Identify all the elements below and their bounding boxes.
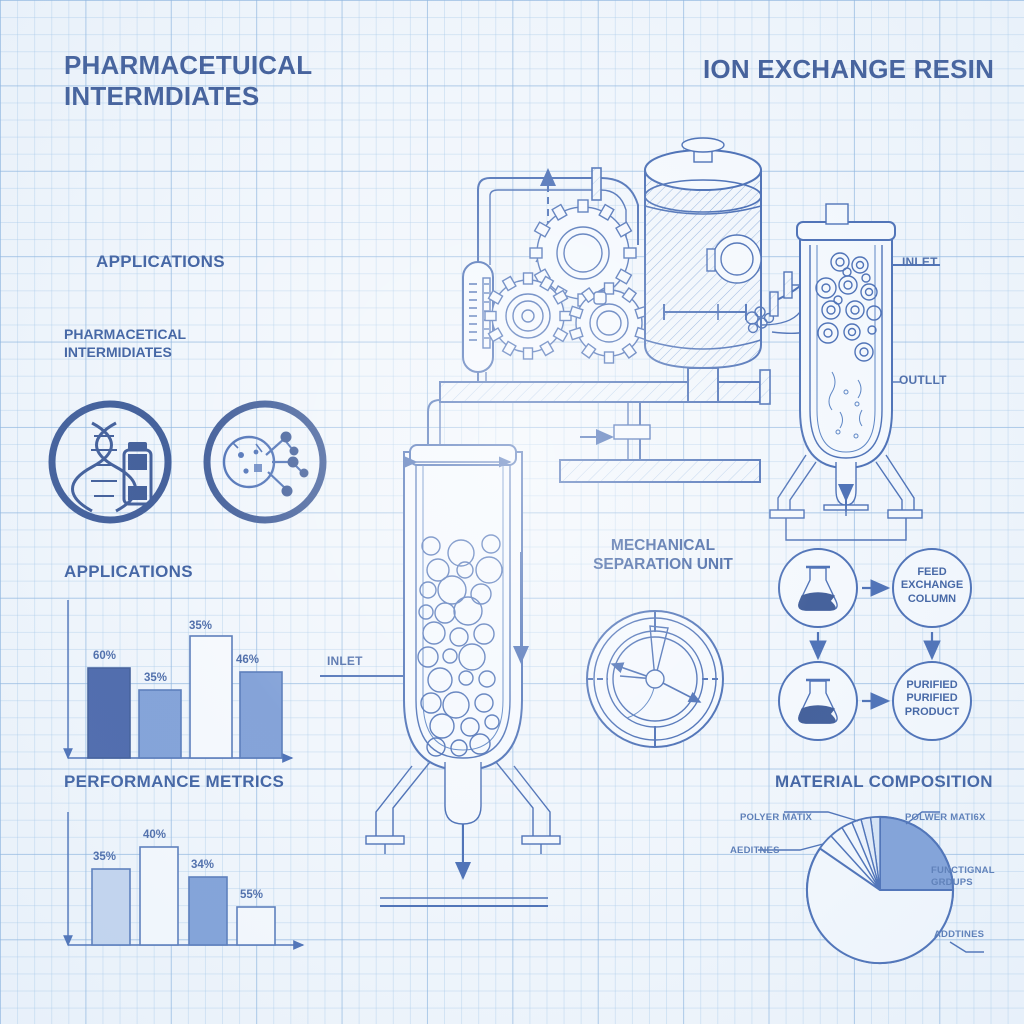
perf-value-4: 55%	[240, 889, 264, 901]
pie-label-functional-groups: FUNCTIGNAL GRDUPS	[931, 865, 1011, 889]
bar-value-4: 46%	[236, 654, 260, 666]
bar-2	[139, 846, 179, 946]
dna-vial-icon	[48, 400, 172, 524]
page-title-right: ION EXCHANGE RESIN	[703, 54, 995, 84]
molecule-cell-icon	[203, 400, 327, 524]
pie-label-polymer-matrix-left: POLYER MATIX	[740, 812, 813, 823]
perf-value-2: 40%	[143, 829, 167, 841]
purified-line1: PURIFIED	[906, 679, 958, 691]
subtitle-pharmaceutical-intermediates: PHARMACETICAL INTERMIDIATES	[64, 326, 186, 362]
mechanical-separation-unit-label: MECHANICAL SEPARATION UNIT	[578, 536, 748, 575]
bar-1	[91, 868, 131, 946]
pie-label-additives-right: ADDTINES	[934, 929, 985, 940]
perf-value-1: 35%	[93, 851, 117, 863]
bar-value-1: 60%	[93, 650, 117, 662]
chart-title-applications: APPLICATIONS	[64, 562, 193, 581]
bar-value-2: 35%	[144, 672, 168, 684]
bar-1	[87, 667, 131, 759]
bar-4	[239, 671, 283, 759]
purified-line3: PRODUCT	[904, 705, 960, 718]
pie-label-polymer-matrix-right: POLWER MATI6X	[905, 812, 986, 823]
bar-2	[138, 689, 182, 759]
section-applications-top: APPLICATIONS	[96, 252, 225, 271]
chart-title-performance-metrics: PERFORMANCE METRICS	[64, 772, 285, 791]
outlet-label-right: OUTLLT	[899, 373, 947, 387]
pie-label-additives-left: AEDITNES	[730, 845, 780, 856]
page-title-left-line1: PHARMACETUICAL	[64, 50, 313, 80]
subtitle-line2: INTERMIDIATES	[64, 343, 172, 360]
mechanical-unit-line2: SEPARATION UNIT	[593, 556, 733, 574]
functional-groups-line1: FUNCTIGNAL GRDUPS	[931, 865, 995, 888]
feed-line2: EXCHANGE	[900, 579, 964, 592]
inlet-label-left: INLET	[327, 654, 363, 668]
pressure-gauge	[586, 610, 724, 748]
bar-value-3: 35%	[189, 620, 213, 632]
bar-4	[236, 906, 276, 946]
resin-column-left	[320, 444, 561, 907]
bar-3	[189, 635, 233, 759]
page-title-left: PHARMACETUICAL INTERMDIATES	[64, 50, 312, 111]
pressure-vessel-tank	[644, 137, 813, 403]
perf-value-3: 34%	[191, 859, 215, 871]
flow-node-purified-product: PURIFIED PURIFIED PRODUCT	[884, 679, 980, 719]
performance-bar-chart	[63, 812, 305, 950]
feed-line3: COLUMN	[907, 592, 957, 605]
applications-bar-chart	[63, 600, 294, 763]
subtitle-line1: PHARMACETICAL	[64, 326, 187, 342]
bar-3	[188, 876, 228, 946]
chart-title-material-composition: MATERIAL COMPOSITION	[775, 772, 993, 791]
mechanical-unit-line1: MECHANICAL	[610, 537, 716, 554]
page-title-left-line2: INTERMDIATES	[64, 80, 260, 111]
feed-line1: FEED	[917, 566, 947, 578]
gear-train	[484, 199, 650, 364]
inlet-label-right: INLET	[902, 255, 938, 269]
purified-line2: PURIFIED	[906, 692, 958, 705]
flow-node-feed-exchange-column: FEED EXCHANGE COLUMN	[884, 566, 980, 606]
